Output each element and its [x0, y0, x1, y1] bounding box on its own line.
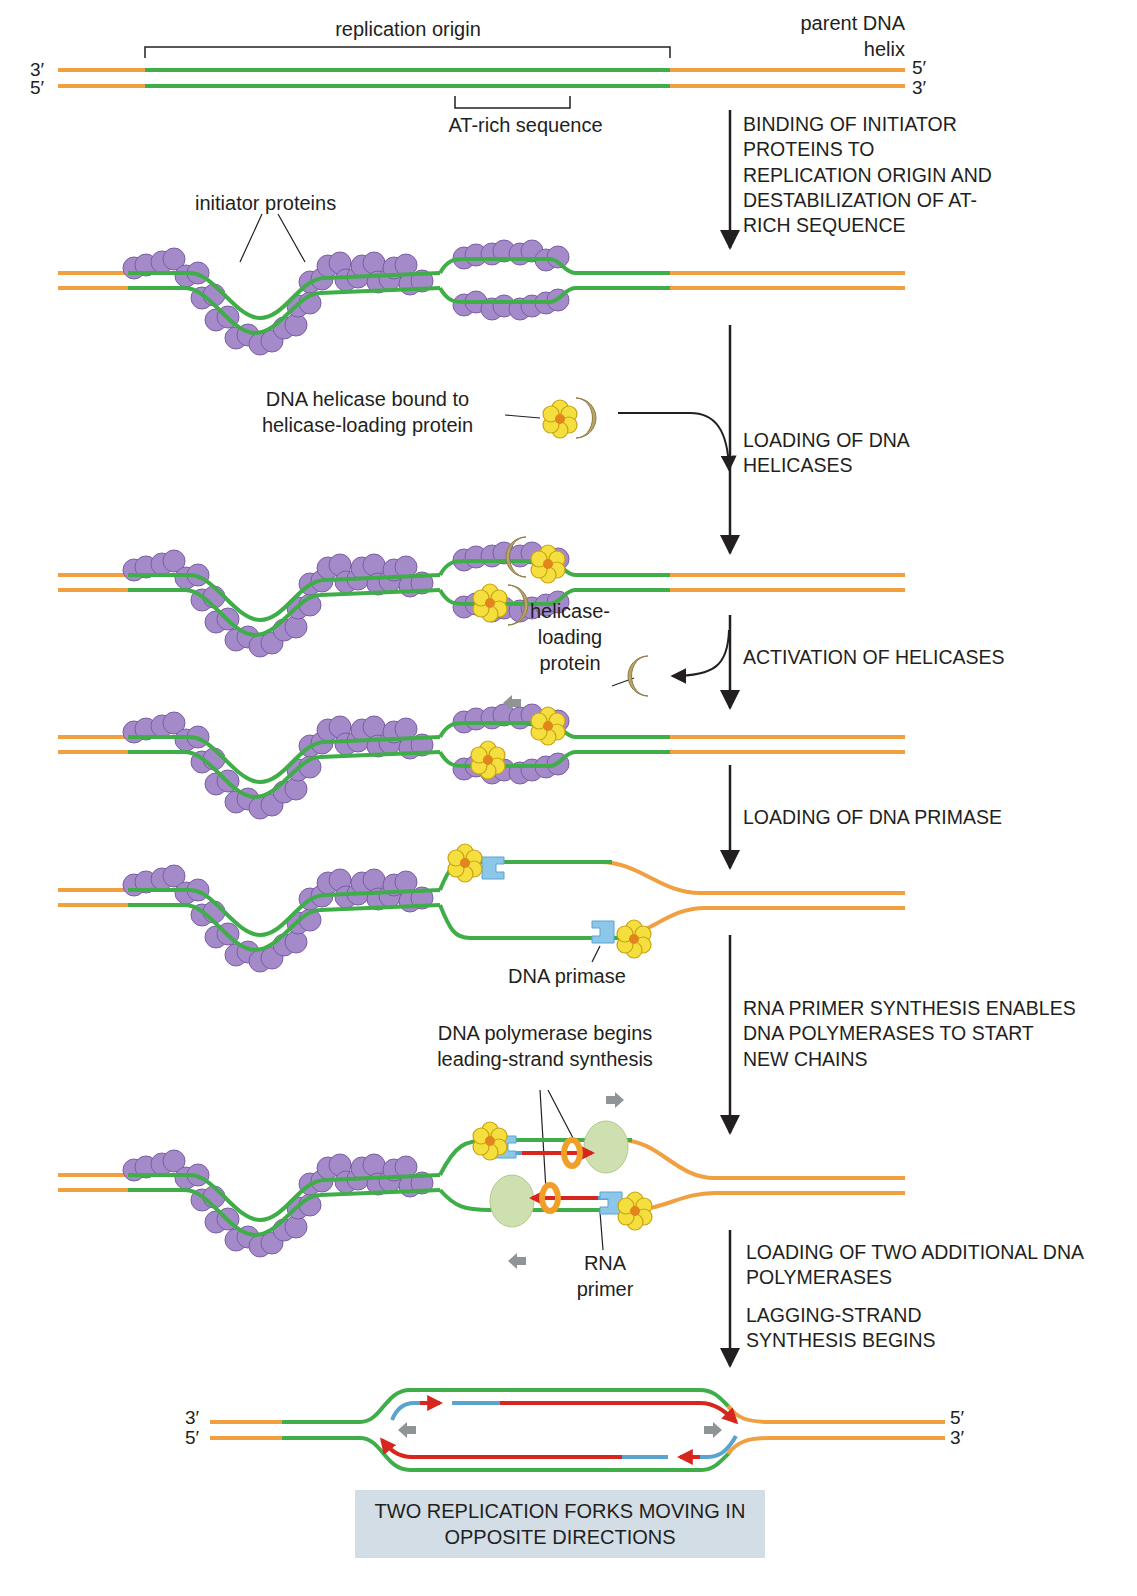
parent-helix [58, 47, 905, 108]
step-label: LAGGING-STRAND SYNTHESIS BEGINS [746, 1303, 966, 1354]
helicase-loading-row [58, 550, 440, 657]
leading-strand-row [473, 1122, 507, 1160]
helicase-loading-row [531, 545, 565, 583]
part-label: initiator proteins [195, 190, 395, 216]
helicase-activation-row [503, 695, 521, 711]
two-forks-row [282, 1438, 730, 1470]
region-label: AT-rich sequence [428, 112, 623, 138]
caption-text: TWO REPLICATION FORKS MOVING IN OPPOSITE… [355, 1498, 765, 1550]
step-label: LOADING OF DNA HELICASES [743, 428, 958, 479]
strand-end-label: 3′ [950, 1426, 972, 1451]
leading-strand-row [490, 1175, 534, 1227]
initiator-binding-row [58, 240, 905, 355]
two-forks-row [398, 1422, 416, 1438]
step-arrows [729, 1230, 732, 1366]
strand-end-label: 5′ [30, 76, 52, 101]
leading-strand-row [618, 1192, 652, 1230]
step-arrows [672, 630, 729, 676]
at-rich-bracket [455, 96, 570, 108]
helicase-with-loader [576, 398, 596, 438]
step-arrows [729, 110, 732, 248]
leading-strand-row [620, 1140, 905, 1178]
part-label: RNA primer [562, 1250, 648, 1302]
step-arrows [618, 413, 729, 470]
two-forks-row [210, 1422, 284, 1438]
two-forks-row [500, 1403, 736, 1422]
released-loader [628, 656, 648, 696]
strand-end-label: 5′ [185, 1426, 207, 1451]
two-forks-row [622, 1455, 668, 1459]
strand-end-label: 3′ [185, 1406, 207, 1431]
primase-loading-row [58, 865, 440, 972]
parent-helix [58, 70, 905, 86]
leading-strand-row [58, 1150, 440, 1257]
region-label: replication origin [300, 16, 516, 42]
primase-loading-row [58, 844, 905, 972]
part-label: DNA polymerase begins leading-strand syn… [420, 1020, 670, 1072]
two-forks-row [282, 1390, 730, 1422]
strand-end-label: 5′ [950, 1406, 972, 1431]
step-arrows [729, 325, 732, 553]
step-arrows [729, 615, 732, 708]
primase-loading-row [617, 920, 651, 958]
two-forks-row [680, 1455, 700, 1459]
parent-helix [145, 70, 670, 86]
leading-strand-row [542, 1185, 558, 1211]
two-forks-row [392, 1403, 420, 1420]
helicase-loading-row [506, 537, 526, 577]
region-label: parent DNA helix [800, 10, 905, 62]
initiator-binding-row [58, 248, 440, 355]
primase-loading-row [600, 862, 905, 893]
two-forks-row [452, 1401, 500, 1405]
two-forks-row [382, 1440, 622, 1457]
helicase-activation-row [58, 695, 905, 819]
leading-strand-row [630, 1193, 905, 1210]
two-forks-row [700, 1436, 736, 1457]
step-label: RNA PRIMER SYNTHESIS ENABLES DNA POLYMER… [743, 996, 1083, 1072]
leader-lines [600, 1212, 603, 1250]
leader-lines [240, 214, 634, 1250]
two-forks-row [728, 1406, 945, 1422]
leader-lines [505, 415, 540, 418]
helicase-activation-row [440, 704, 905, 784]
part-label: helicase-loading protein [520, 598, 620, 676]
helicase-activation-row [58, 712, 440, 819]
step-label: LOADING OF TWO ADDITIONAL DNA POLYMERASE… [746, 1240, 1116, 1291]
helicase-activation-row [471, 741, 505, 779]
step-label: BINDING OF INITIATOR PROTEINS TO REPLICA… [743, 112, 1008, 239]
helicase-with-loader [543, 400, 577, 438]
leader-lines [240, 214, 305, 262]
caption-box: TWO REPLICATION FORKS MOVING IN OPPOSITE… [355, 1490, 765, 1558]
helicase-activation-row [531, 707, 565, 745]
primase-loading-row [482, 857, 504, 879]
leading-strand-row [584, 1121, 628, 1173]
part-label: DNA helicase bound to helicase-loading p… [225, 386, 510, 438]
two-forks-row [704, 1422, 722, 1438]
helicase-loading-row [58, 537, 905, 657]
leader-lines [592, 946, 600, 962]
strand-end-label: 3′ [912, 76, 934, 101]
primase-loading-row [610, 908, 905, 938]
helicase-with-loader [543, 398, 596, 438]
primase-loading-row [448, 844, 482, 882]
initiator-binding-row [440, 240, 905, 320]
part-label: DNA primase [508, 963, 658, 989]
leading-strand-row [564, 1140, 580, 1166]
step-label: LOADING OF DNA PRIMASE [743, 805, 1083, 830]
two-forks-row [420, 1401, 440, 1405]
primase-loading-row [592, 921, 614, 943]
strand-end-label: 5′ [912, 56, 934, 81]
leading-strand-row [508, 1253, 526, 1269]
step-arrows [729, 935, 732, 1133]
origin-bracket [145, 47, 670, 58]
helicase-loading-row [508, 585, 528, 625]
two-forks-row [728, 1438, 945, 1454]
helicase-loading-row [473, 584, 507, 622]
step-label: ACTIVATION OF HELICASES [743, 645, 1083, 670]
two-forks-row [210, 1390, 945, 1470]
leading-strand-row [606, 1092, 624, 1108]
step-arrows [729, 765, 732, 868]
